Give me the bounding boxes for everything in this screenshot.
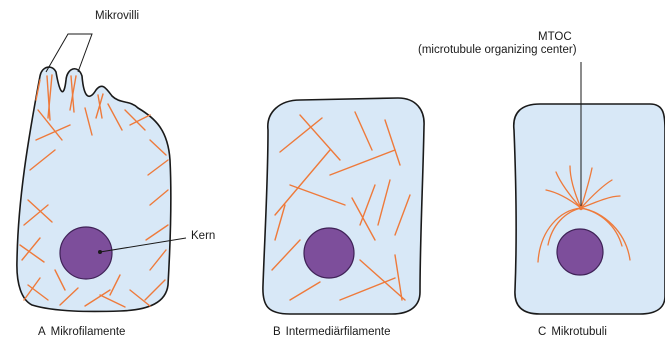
mtoc-dot bbox=[579, 206, 583, 210]
caption-c-letter: C bbox=[538, 326, 546, 338]
label-mikrovilli: Mikrovilli bbox=[95, 10, 139, 22]
label-kern: Kern bbox=[191, 230, 215, 242]
caption-c: C Mikrotubuli bbox=[538, 326, 607, 338]
nucleus-b bbox=[304, 228, 354, 278]
caption-b-title: Intermediärfilamente bbox=[286, 326, 391, 338]
mikrovilli-pointer bbox=[46, 34, 92, 72]
cell-c-membrane bbox=[514, 104, 665, 314]
nucleus-a bbox=[60, 227, 112, 279]
cell-a bbox=[17, 34, 186, 311]
caption-a: A Mikrofilamente bbox=[38, 326, 125, 338]
caption-c-title: Mikrotubuli bbox=[551, 326, 607, 338]
cell-b bbox=[263, 98, 424, 314]
label-mtoc: MTOC bbox=[538, 31, 572, 43]
caption-b: B Intermediärfilamente bbox=[273, 326, 391, 338]
label-mtoc-full: (microtubule organizing center) bbox=[418, 44, 577, 56]
cell-b-membrane bbox=[263, 98, 424, 314]
caption-a-letter: A bbox=[38, 326, 46, 338]
caption-a-title: Mikrofilamente bbox=[51, 326, 126, 338]
caption-b-letter: B bbox=[273, 326, 281, 338]
cell-c bbox=[514, 62, 665, 314]
nucleus-c bbox=[557, 229, 603, 275]
